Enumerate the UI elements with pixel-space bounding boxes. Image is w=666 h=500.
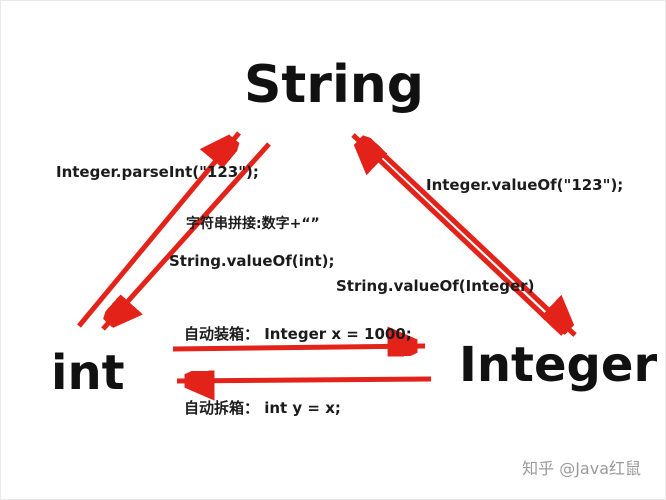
label-unboxing: 自动拆箱： int y = x; xyxy=(184,399,341,417)
label-autoboxing: 自动装箱： Integer x = 1000; xyxy=(184,325,412,343)
arrow-integer-to-int xyxy=(176,379,432,381)
node-string: String xyxy=(243,55,425,115)
label-string-valueof-integer: String.valueOf(Integer) xyxy=(336,277,535,295)
arrow-string-to-int xyxy=(103,142,271,329)
label-string-concat: 字符串拼接:数字+“” xyxy=(186,216,320,232)
watermark-zhihu: 知乎 @Java红鼠 xyxy=(522,459,641,478)
arrow-int-to-string xyxy=(77,133,239,328)
arrow-int-to-integer xyxy=(172,346,426,349)
arrow-integer-to-string xyxy=(353,135,565,336)
label-parse-int: Integer.parseInt("123"); xyxy=(56,163,259,181)
node-int: int xyxy=(51,345,125,401)
label-string-valueof-int: String.valueOf(int); xyxy=(169,252,335,270)
label-integer-valueof: Integer.valueOf("123"); xyxy=(426,176,624,194)
node-integer: Integer xyxy=(459,337,658,393)
arrow-string-to-integer xyxy=(367,139,575,335)
